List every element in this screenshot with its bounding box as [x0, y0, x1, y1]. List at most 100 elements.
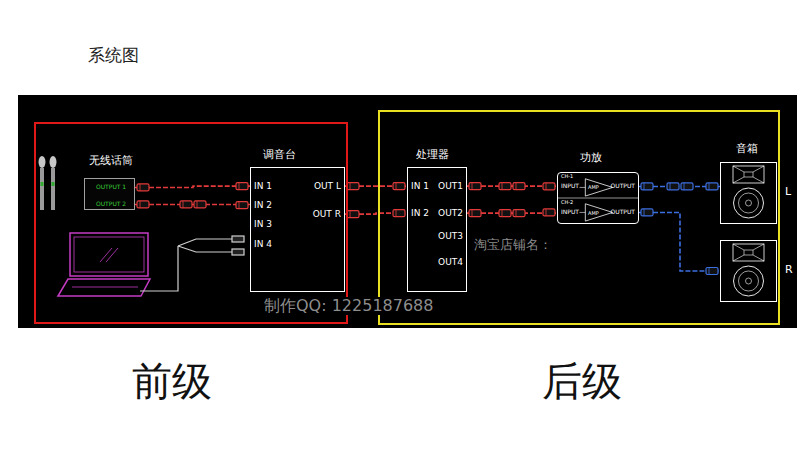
mic-grip [40, 168, 44, 210]
stage-label: 前级 [132, 358, 212, 404]
signal-line [579, 212, 585, 213]
port-label: OUT1 [438, 181, 463, 191]
plug-ring [239, 183, 240, 190]
watermark: 制作QQ: 1225187688 [262, 297, 435, 315]
woofer [734, 266, 764, 296]
plug-ring [684, 183, 685, 190]
speaker-cabinet: R [720, 240, 777, 302]
xlr-plug [681, 183, 693, 190]
mic-display [41, 182, 44, 186]
xlr-plug [137, 201, 149, 208]
cable [140, 246, 178, 291]
plug-ring [239, 202, 240, 209]
amp-triangle [585, 179, 612, 196]
xlr-plug [543, 183, 555, 190]
horn-throat [733, 244, 764, 261]
xlr-plug [513, 210, 525, 217]
channel-label: CH-1 [561, 174, 573, 180]
laptop-screen-inner [74, 237, 144, 272]
laptop-screen [70, 233, 148, 276]
plug-ring [140, 201, 141, 208]
stage-label: 后级 [542, 358, 622, 404]
front-stage-region: 前级无线话筒OUTPUT 1OUTPUT 2调音台IN 1IN 2IN 3IN … [34, 122, 348, 324]
cable-group [135, 183, 250, 191]
device-title: 处理器 [416, 149, 449, 162]
device-title: 音箱 [736, 143, 758, 156]
plug-ring [183, 201, 184, 208]
cable-group [345, 183, 407, 190]
xlr-plug [194, 201, 206, 208]
cable-group [467, 209, 557, 217]
cable-group [135, 201, 250, 209]
plug-ring [644, 209, 645, 216]
plug-ring [516, 210, 517, 217]
xlr-plug [513, 183, 525, 190]
port-label: OUT L [314, 181, 341, 191]
plug-ring [350, 183, 351, 190]
port-label: IN 1 [411, 181, 429, 191]
amp-label: AMP [588, 211, 599, 217]
xlr-plug [236, 202, 248, 209]
plug-ring [197, 201, 198, 208]
plug-ring [502, 210, 503, 217]
channel-divider [558, 198, 638, 199]
xlr-plug [469, 210, 481, 217]
xlr-plug [706, 268, 718, 275]
speaker-drawing [720, 240, 777, 302]
channel-letter: R [785, 264, 793, 277]
plug [232, 236, 244, 242]
xlr-plug [347, 183, 359, 190]
plug-ring [546, 209, 547, 216]
mic-grip [51, 168, 55, 210]
port-label: IN 1 [254, 181, 272, 191]
speaker-drawing [720, 162, 777, 224]
mic-head [39, 156, 46, 168]
laptop-cable [140, 236, 244, 291]
laptop-keys [72, 287, 138, 288]
plug-ring [396, 183, 397, 190]
cable [178, 239, 232, 246]
mixer-box: 调音台IN 1IN 2IN 3IN 4OUT LOUT R [250, 167, 345, 292]
mic-head [50, 156, 57, 168]
amp-triangle [585, 204, 612, 221]
port-label: OUT2 [438, 208, 463, 218]
watermark: 淘宝店铺名： [472, 238, 554, 253]
xlr-plug [137, 184, 149, 191]
xlr-plug [641, 209, 653, 216]
screen-glare [100, 248, 112, 262]
plug-ring [644, 183, 645, 190]
plug-ring [472, 210, 473, 217]
cable-group [639, 209, 720, 275]
xlr-plug [667, 183, 679, 190]
plug-ring [396, 210, 397, 217]
plug-ring [709, 183, 710, 190]
xlr-plug [641, 183, 653, 190]
port-label: IN 2 [411, 208, 429, 218]
xlr-plug [393, 210, 405, 217]
horn-throat [733, 166, 764, 183]
xlr-plug [499, 183, 511, 190]
black-panel [18, 95, 797, 328]
signal-line [579, 187, 585, 188]
diagram-title: 系统图 [88, 44, 139, 67]
laptop-base [58, 279, 150, 296]
cabinet [721, 163, 777, 224]
plug-ring [546, 183, 547, 190]
port-label: IN 4 [254, 239, 272, 249]
plug-ring [670, 183, 671, 190]
xlr-plug [543, 209, 555, 216]
laptop [58, 233, 150, 296]
horn [733, 244, 764, 261]
dust-cap [746, 200, 752, 206]
xlr-plug [236, 183, 248, 190]
xlr-plug [180, 201, 192, 208]
device-title: 无线话筒 [89, 155, 133, 168]
device-title: 功放 [580, 152, 602, 165]
dust-cap [746, 278, 752, 284]
mic-display [52, 182, 55, 186]
port-label: OUT3 [438, 231, 463, 241]
cable-group [467, 183, 557, 190]
xlr-plug [706, 183, 718, 190]
port-label: IN 3 [254, 219, 272, 229]
